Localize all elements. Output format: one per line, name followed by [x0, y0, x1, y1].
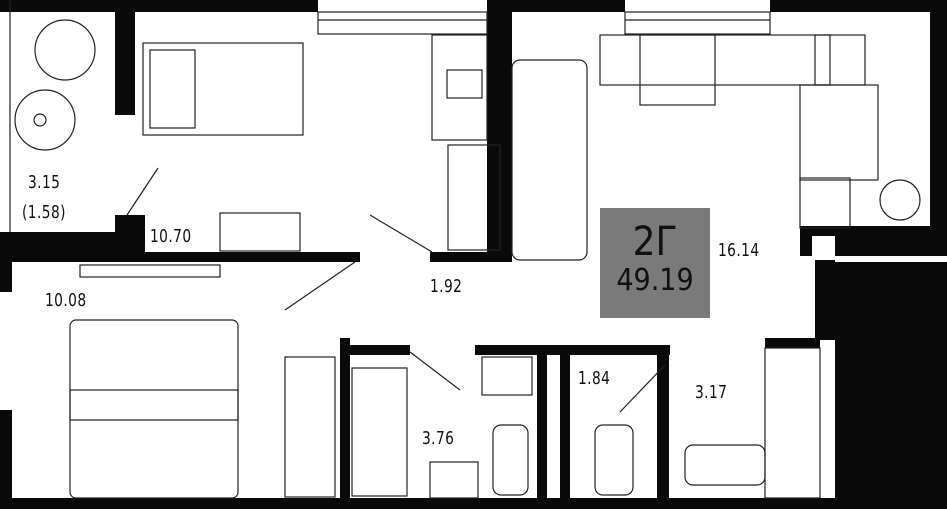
- apartment-badge: 2Г 49.19: [600, 208, 710, 318]
- room-area-bedroom-2: 10.08: [45, 290, 87, 311]
- room-reduced-area-balcony: (1.58): [22, 202, 66, 223]
- room-area-kitchen-living: 16.14: [718, 240, 760, 261]
- room-area-entrance: 3.17: [695, 382, 728, 403]
- apartment-total-area: 49.19: [616, 263, 694, 298]
- room-area-balcony: 3.15: [28, 172, 61, 193]
- room-area-toilet: 1.84: [578, 368, 611, 389]
- room-area-hall: 1.92: [430, 276, 463, 297]
- room-area-bathroom: 3.76: [422, 428, 455, 449]
- apartment-type: 2Г: [632, 219, 678, 265]
- furniture: [9, 0, 921, 499]
- room-area-bedroom-1: 10.70: [150, 226, 192, 247]
